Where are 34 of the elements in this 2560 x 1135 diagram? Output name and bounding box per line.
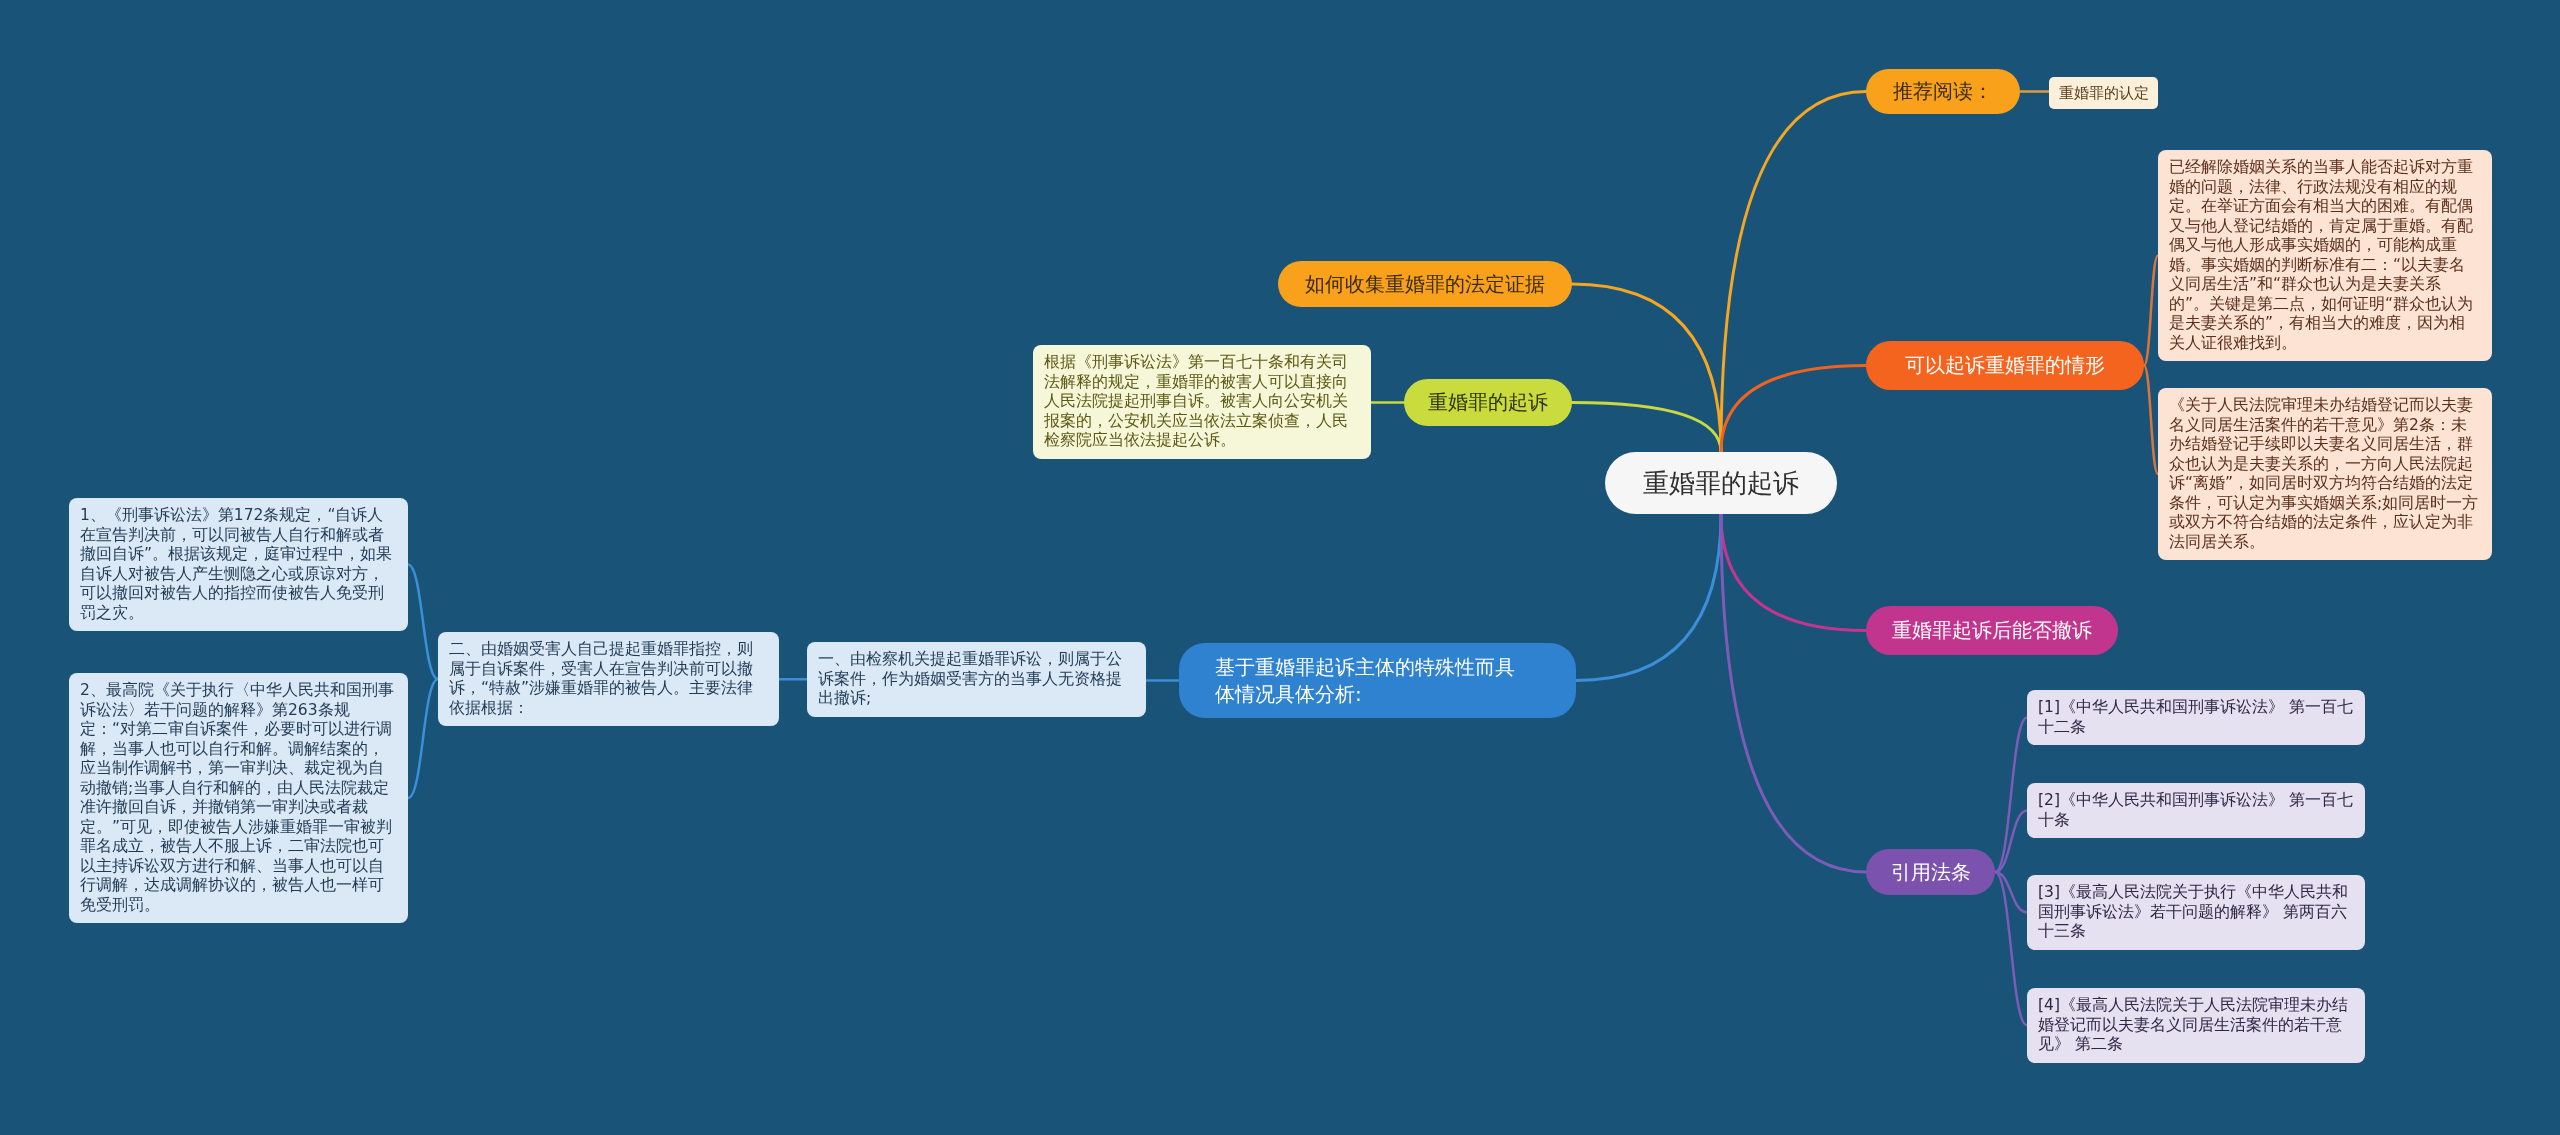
connector-line xyxy=(1993,809,2029,874)
connector-line xyxy=(1574,512,1723,682)
connector-line xyxy=(406,677,440,800)
note-box: 1、《刑事诉讼法》第172条规定，“自诉人在宣告判决前，可以同被告人自行和解或者撤回自诉”。根据该规定，庭审过程中，如果自诉人对被告人产生恻隐之心或原谅对方，可以撤回对被告人的指控而使被告人免受刑罚之灾。 xyxy=(69,498,408,631)
topic-pill: 重婚罪的起诉 xyxy=(1404,379,1572,426)
note-box: 根据《刑事诉讼法》第一百七十条和有关司法解释的规定，重婚罪的被害人可以直接向人民法院提起刑事自诉。被害人向公安机关报案的，公安机关应当依法立案侦查，人民检察院应当依法提起公诉。 xyxy=(1033,345,1371,459)
note-box: [3]《最高人民法院关于执行《中华人民共和国刑事诉讼法》若干问题的解释》 第两百六十三条 xyxy=(2027,875,2365,950)
connector-line xyxy=(1719,512,1868,874)
connector-line xyxy=(2142,254,2160,367)
topic-pill: 可以起诉重婚罪的情形 xyxy=(1866,341,2144,390)
note-box: [1]《中华人民共和国刑事诉讼法》 第一百七十二条 xyxy=(2027,690,2365,745)
central-topic: 重婚罪的起诉 xyxy=(1605,452,1837,514)
connector-line xyxy=(2142,364,2160,476)
topic-pill: 推荐阅读： xyxy=(1866,69,2020,114)
note-box: [2]《中华人民共和国刑事诉讼法》 第一百七十条 xyxy=(2027,783,2365,838)
note-box: 一、由检察机关提起重婚罪诉讼，则属于公诉案件，作为婚姻受害方的当事人无资格提出撤诉; xyxy=(807,642,1146,717)
connector-line xyxy=(1144,679,1181,682)
connector-line xyxy=(1570,401,1723,454)
connector-line xyxy=(406,563,440,681)
note-box: 2、最高院《关于执行〈中华人民共和国刑事诉讼法〉若干问题的解释》第263条规定：“对第二审自诉案件，必要时可以进行调解，当事人也可以自行和解。调解结案的，应当制作调解书，第一审判决、裁定视为自动撤销;当事人自行和解的，由人民法院裁定准许撤回自诉，并撤销第一审判决或者裁定。”可见，即使被告人涉嫌重婚罪一审被判罪名成立，被告人不服上诉，二审法院也可以主持诉讼双方进行和解、当事人也可以自行调解，达成调解协议的，被告人也一样可免受刑罚。 xyxy=(69,673,408,923)
note-box: 重婚罪的认定 xyxy=(2049,77,2158,109)
topic-pill: 重婚罪起诉后能否撤诉 xyxy=(1866,606,2118,655)
note-box: 已经解除婚姻关系的当事人能否起诉对方重婚的问题，法律、行政法规没有相应的规定。在举证方面会有相当大的困难。有配偶又与他人登记结婚的，肯定属于重婚。有配偶又与他人形成事实婚姻的，可能构成重婚。事实婚姻的判断标准有二：“以夫妻名义同居生活”和“群众也认为是夫妻关系的”。关键是第二点，如何证明“群众也认为是夫妻关系的”，有相当大的难度，因为相关人证很难找到。 xyxy=(2158,150,2492,361)
topic-pill: 如何收集重婚罪的法定证据 xyxy=(1278,261,1572,307)
connector-line xyxy=(1369,401,1406,404)
connector-line xyxy=(1719,364,1868,454)
topic-pill: 基于重婚罪起诉主体的特殊性而具体情况具体分析: xyxy=(1179,643,1576,718)
topic-pill: 引用法条 xyxy=(1866,849,1995,895)
note-box: 二、由婚姻受害人自己提起重婚罪指控，则属于自诉案件，受害人在宣告判决前可以撤诉，“特赦”涉嫌重婚罪的被告人。主要法律依据根据： xyxy=(438,632,779,726)
connector-line xyxy=(777,678,809,681)
connector-line xyxy=(2018,90,2051,93)
connector-line xyxy=(1993,870,2029,1027)
note-box: [4]《最高人民法院关于人民法院审理未办结婚登记而以夫妻名义同居生活案件的若干意见》 第二条 xyxy=(2027,988,2365,1063)
note-box: 《关于人民法院审理未办结婚登记而以夫妻名义同居生活案件的若干意见》第2条：未办结婚登记手续即以夫妻名义同居生活，群众也认为是夫妻关系的，一方向人民法院起诉“离婚”，如同居时双方均符合结婚的法定条件，可认定为事实婚姻关系;如同居时一方或双方不符合结婚的法定条件，应认定为非法同居关系。 xyxy=(2158,388,2492,560)
